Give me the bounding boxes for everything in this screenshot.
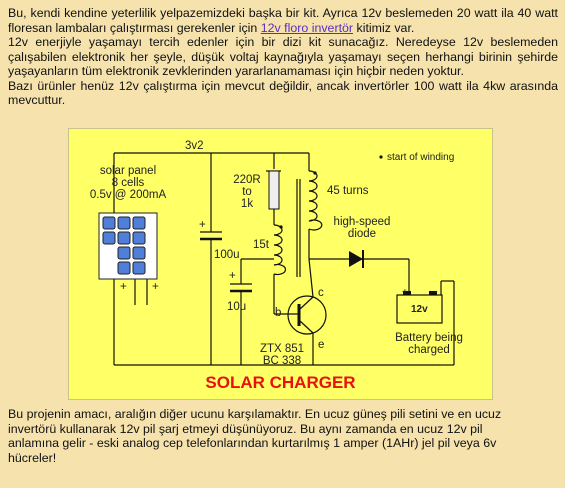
cap1-plus-label: + [199,219,206,231]
diode-label: high-speed diode [333,216,391,240]
transistor-label: ZTX 851 BC 338 [259,343,305,367]
outro-text: Bu projenin amacı, aralığın diğer ucunu … [8,407,528,465]
pin-c-label: c [318,287,324,299]
start-of-winding-label: start of winding [387,152,455,163]
panel-plus-label-2: + [152,281,159,293]
intro-paragraph-3: Bazı ürünler henüz 12v çalıştırma için m… [8,78,558,108]
turns-45-label: 45 turns [327,185,369,197]
cap1-value: 100u [214,249,240,261]
resistor-label: 220R to 1k [233,174,261,210]
battery-voltage: 12v [411,304,428,315]
battery-plus: + [402,287,408,298]
panel-plus-label: + [120,281,127,293]
solar-charger-diagram: 3v2 solar panel 8 cells 0.5v @ 200mA + +… [68,128,493,400]
turns-15-label: 15t [253,239,269,251]
cap2-value: 10u [227,301,247,313]
solar-panel-label: solar panel 8 cells 0.5v @ 200mA [89,165,167,201]
circuit-schematic [98,152,455,366]
fluoro-inverter-link[interactable]: 12v floro invertör [260,20,354,35]
cap2-plus-label: + [229,270,236,282]
battery-label: Battery being charged [395,332,463,356]
outro-paragraph: Bu projenin amacı, aralığın diğer ucunu … [8,407,502,465]
pin-e-label: e [318,339,325,351]
diagram-title: SOLAR CHARGER [205,373,356,392]
battery-minus: - [434,287,438,298]
intro-paragraph-1: Bu, kendi kendine yeterlilik yelpazemizd… [8,6,558,35]
intro-text: Bu, kendi kendine yeterlilik yelpazemizd… [8,6,558,108]
pin-b-label: b [275,307,282,319]
voltage-label: 3v2 [185,140,204,152]
intro-paragraph-2: 12v enerjiyle yaşamayı tercih edenler iç… [8,35,558,78]
